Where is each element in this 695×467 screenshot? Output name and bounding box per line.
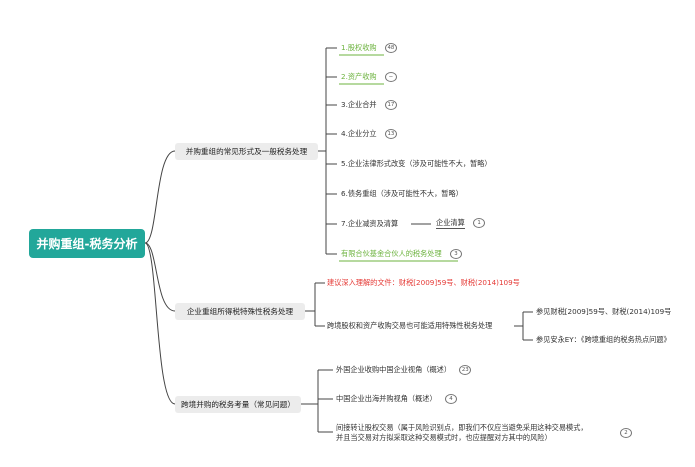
leaf-division[interactable]: 4.企业分立 13: [341, 129, 397, 139]
leaf-label: 1.股权收购: [341, 43, 377, 52]
leaf-indirect-transfer[interactable]: 间接转让股权交易（属于风险识别点，即我们不仅应当避免采用这种交易模式， 并且当交…: [336, 423, 588, 442]
leaf-lp-fund[interactable]: 有限合伙基金合伙人的税务处理 3: [341, 249, 462, 259]
leaf-label: 参见财税[2009]59号、财税(2014)109号: [536, 307, 672, 316]
leaf-indirect-transfer-badge-wrap: 2: [614, 428, 632, 438]
leaf-label: 跨境股权和资产收购交易也可能适用特殊性税务处理: [327, 321, 493, 330]
leaf-see-circulars[interactable]: 参见财税[2009]59号、财税(2014)109号: [536, 307, 671, 317]
leaf-legal-form-change[interactable]: 5.企业法律形式改变（涉及可能性不大，暂略）: [341, 159, 492, 169]
leaf-label: 5.企业法律形式改变（涉及可能性不大，暂略）: [341, 159, 492, 168]
count-badge[interactable]: 1: [473, 218, 486, 228]
leaf-merger[interactable]: 3.企业合并 17: [341, 100, 397, 110]
leaf-label: 6.债务重组（涉及可能性不大，暂略）: [341, 189, 463, 198]
leaf-debt-restructuring[interactable]: 6.债务重组（涉及可能性不大，暂略）: [341, 189, 463, 199]
leaf-recommended-docs[interactable]: 建议深入理解的文件：财税[2009]59号、财税(2014)109号: [327, 278, 520, 288]
leaf-label: 参见安永EY：《跨境重组的税务热点问题》: [536, 335, 671, 344]
leaf-cross-border-special[interactable]: 跨境股权和资产收购交易也可能适用特殊性税务处理: [327, 321, 492, 331]
count-badge[interactable]: 4: [444, 394, 457, 404]
branch-common-forms[interactable]: 并购重组的常见形式及一般税务处理: [175, 143, 318, 160]
branch-special-tax[interactable]: 企业重组所得税特殊性税务处理: [175, 303, 305, 320]
leaf-label: 2.资产收购: [341, 72, 377, 81]
leaf-label: 企业清算: [436, 218, 465, 229]
leaf-label: 中国企业出海并购视角（概述）: [336, 394, 437, 403]
leaf-label: 外国企业收购中国企业视角（概述）: [336, 365, 452, 374]
count-badge[interactable]: 23: [459, 365, 472, 375]
leaf-liquidation[interactable]: 企业清算 1: [436, 218, 486, 229]
leaf-label: 建议深入理解的文件：财税[2009]59号、财税(2014)109号: [327, 278, 520, 287]
count-badge[interactable]: 13: [384, 129, 397, 139]
leaf-label-line2: 并且当交易对方拟采取这种交易模式时，也应提醒对方其中的风险）: [336, 432, 552, 442]
leaf-label-line1: 间接转让股权交易（属于风险识别点，即我们不仅应当避免采用这种交易模式，: [336, 423, 588, 432]
leaf-foreign-acquire-china[interactable]: 外国企业收购中国企业视角（概述） 23: [336, 365, 472, 375]
leaf-see-ey[interactable]: 参见安永EY：《跨境重组的税务热点问题》: [536, 335, 671, 345]
leaf-label: 有限合伙基金合伙人的税务处理: [341, 249, 442, 258]
leaf-label: 7.企业减资及清算: [341, 219, 399, 228]
count-badge[interactable]: 2: [620, 428, 632, 438]
leaf-label: 4.企业分立: [341, 129, 377, 138]
leaf-equity-acquisition[interactable]: 1.股权收购 48: [341, 43, 397, 53]
count-badge[interactable]: 17: [384, 100, 397, 110]
root-topic[interactable]: 并购重组-税务分析: [29, 229, 145, 258]
leaf-china-outbound[interactable]: 中国企业出海并购视角（概述） 4: [336, 394, 457, 404]
leaf-capital-reduction[interactable]: 7.企业减资及清算: [341, 219, 398, 229]
count-badge[interactable]: 48: [384, 43, 397, 53]
branch-cross-border[interactable]: 跨境并购的税务考量（常见问题）: [175, 396, 301, 413]
collapse-badge[interactable]: −: [384, 72, 397, 82]
leaf-label: 3.企业合并: [341, 100, 377, 109]
count-badge[interactable]: 3: [449, 249, 462, 259]
leaf-asset-acquisition[interactable]: 2.资产收购 −: [341, 72, 397, 82]
